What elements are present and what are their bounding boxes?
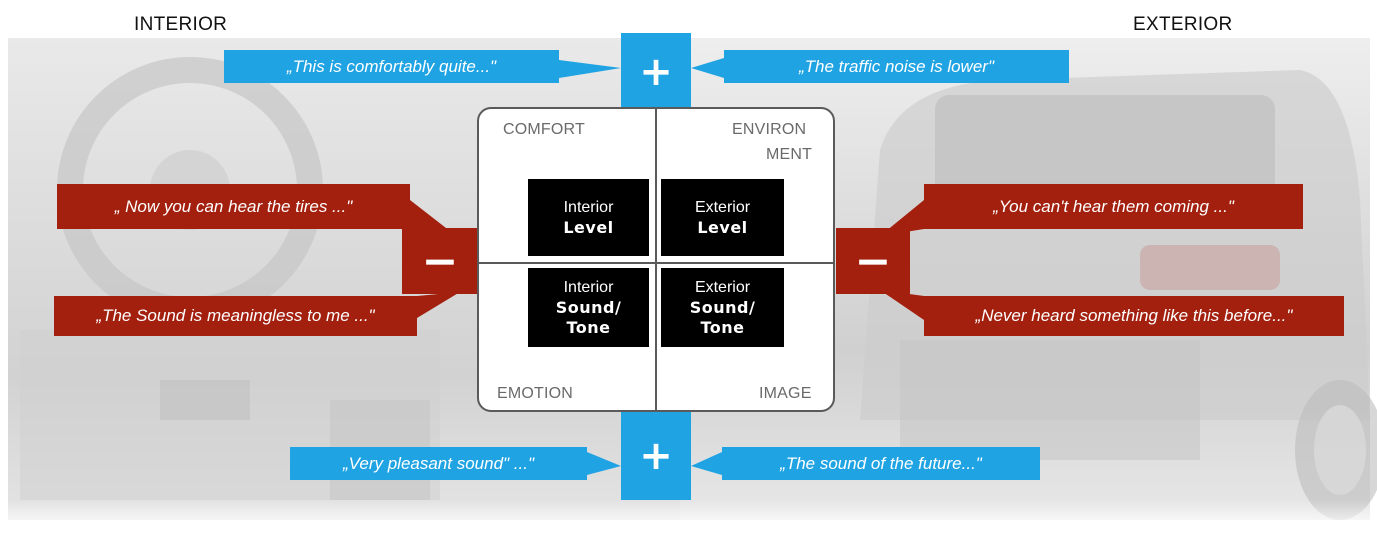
plus-top-block: + xyxy=(621,33,691,111)
callout-bottom-right: „The sound of the future..." xyxy=(722,447,1040,480)
emotion-label: EMOTION xyxy=(497,385,574,402)
callout-middle-left-upper: „ Now you can hear the tires ..." xyxy=(57,184,410,229)
connector-mid-right-upper xyxy=(880,200,924,236)
callout-top-left: „This is comfortably quite..." xyxy=(224,50,559,83)
callout-middle-right-upper: „You can't hear them coming ..." xyxy=(924,184,1303,229)
comfort-label: COMFORT xyxy=(503,121,585,138)
connector-top-left xyxy=(559,60,621,78)
exterior-sound-cell: Exterior Sound/ Tone xyxy=(661,268,784,347)
interior-heading: INTERIOR xyxy=(134,14,228,35)
connector-bottom-right xyxy=(691,452,722,475)
environment-label-line1: ENVIRON xyxy=(732,121,807,138)
bottom-fade xyxy=(0,500,1377,540)
interior-sound-cell: Interior Sound/ Tone xyxy=(528,268,649,347)
connector-bottom-left xyxy=(587,452,621,475)
environment-label-line2: MENT xyxy=(766,146,813,163)
connector-mid-right-lower xyxy=(880,290,924,320)
connector-top-right xyxy=(691,58,724,78)
minus-right-block: − xyxy=(836,228,910,294)
interior-sound-line1: Interior xyxy=(563,278,614,296)
callout-middle-right-lower: „Never heard something like this before.… xyxy=(924,296,1344,336)
interior-sound-line2: Sound/ xyxy=(555,297,622,317)
plus-bottom-block: + xyxy=(621,412,691,500)
minus-left-block: − xyxy=(402,228,478,294)
matrix-right-panel xyxy=(655,107,835,412)
connector-mid-left-upper xyxy=(410,200,455,235)
exterior-sound-line1: Exterior xyxy=(694,278,751,296)
exterior-level-cell: Exterior Level xyxy=(661,179,784,256)
matrix-left-panel xyxy=(477,107,657,412)
image-label: IMAGE xyxy=(759,385,812,402)
interior-sound-line3: Tone xyxy=(566,317,611,337)
exterior-heading: EXTERIOR xyxy=(1133,14,1233,35)
interior-level-line1: Interior xyxy=(563,198,614,216)
callout-bottom-left: „Very pleasant sound" ..." xyxy=(290,447,587,480)
interior-level-cell: Interior Level xyxy=(528,179,649,256)
matrix-divider xyxy=(477,262,835,264)
callout-top-right: „The traffic noise is lower" xyxy=(724,50,1069,83)
exterior-level-line2: Level xyxy=(697,217,748,237)
callout-middle-left-lower: „The Sound is meaningless to me ..." xyxy=(54,296,417,336)
interior-level-line2: Level xyxy=(563,217,614,237)
exterior-sound-line2: Sound/ xyxy=(689,297,756,317)
exterior-level-line1: Exterior xyxy=(694,198,751,216)
exterior-sound-line3: Tone xyxy=(700,317,745,337)
connector-mid-left-lower xyxy=(417,292,460,318)
